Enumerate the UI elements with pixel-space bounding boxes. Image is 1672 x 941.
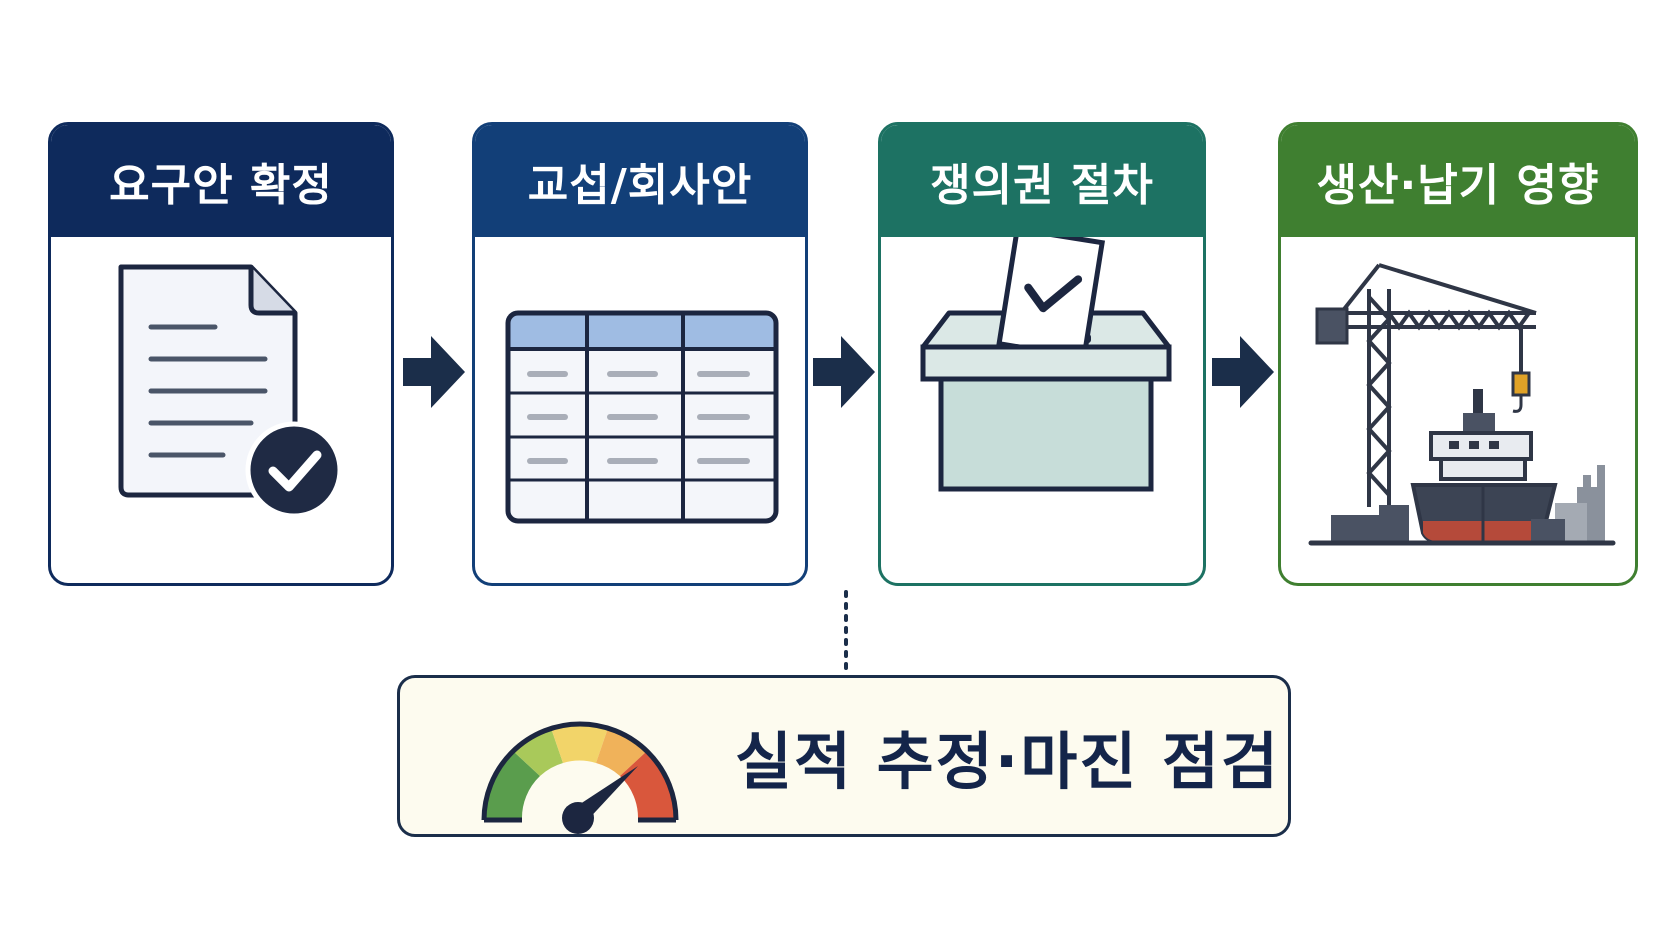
arrow-right-icon <box>403 336 465 408</box>
step-card-1: 요구안 확정 <box>48 122 394 586</box>
gauge-icon <box>481 721 679 834</box>
ballot-box-icon <box>920 237 1172 492</box>
step-title-1: 요구안 확정 <box>51 125 391 237</box>
arrow-right-icon <box>1212 336 1274 408</box>
step-card-3: 쟁의권 절차 <box>878 122 1206 586</box>
step-title-4: 생산·납기 영향 <box>1281 125 1635 237</box>
step-title-2: 교섭/회사안 <box>475 125 805 237</box>
document-check-icon <box>118 264 343 519</box>
arrow-right-icon <box>813 336 875 408</box>
step-card-2: 교섭/회사안 <box>472 122 808 586</box>
step-title-3: 쟁의권 절차 <box>881 125 1203 237</box>
table-icon <box>505 310 779 524</box>
step-card-4: 생산·납기 영향 <box>1278 122 1638 586</box>
dotted-connector <box>844 590 848 674</box>
margin-check-label: 실적 추정·마진 점검 <box>735 725 1281 798</box>
crane-ship-icon <box>1308 263 1616 546</box>
margin-check-box: 실적 추정·마진 점검 <box>397 675 1291 837</box>
